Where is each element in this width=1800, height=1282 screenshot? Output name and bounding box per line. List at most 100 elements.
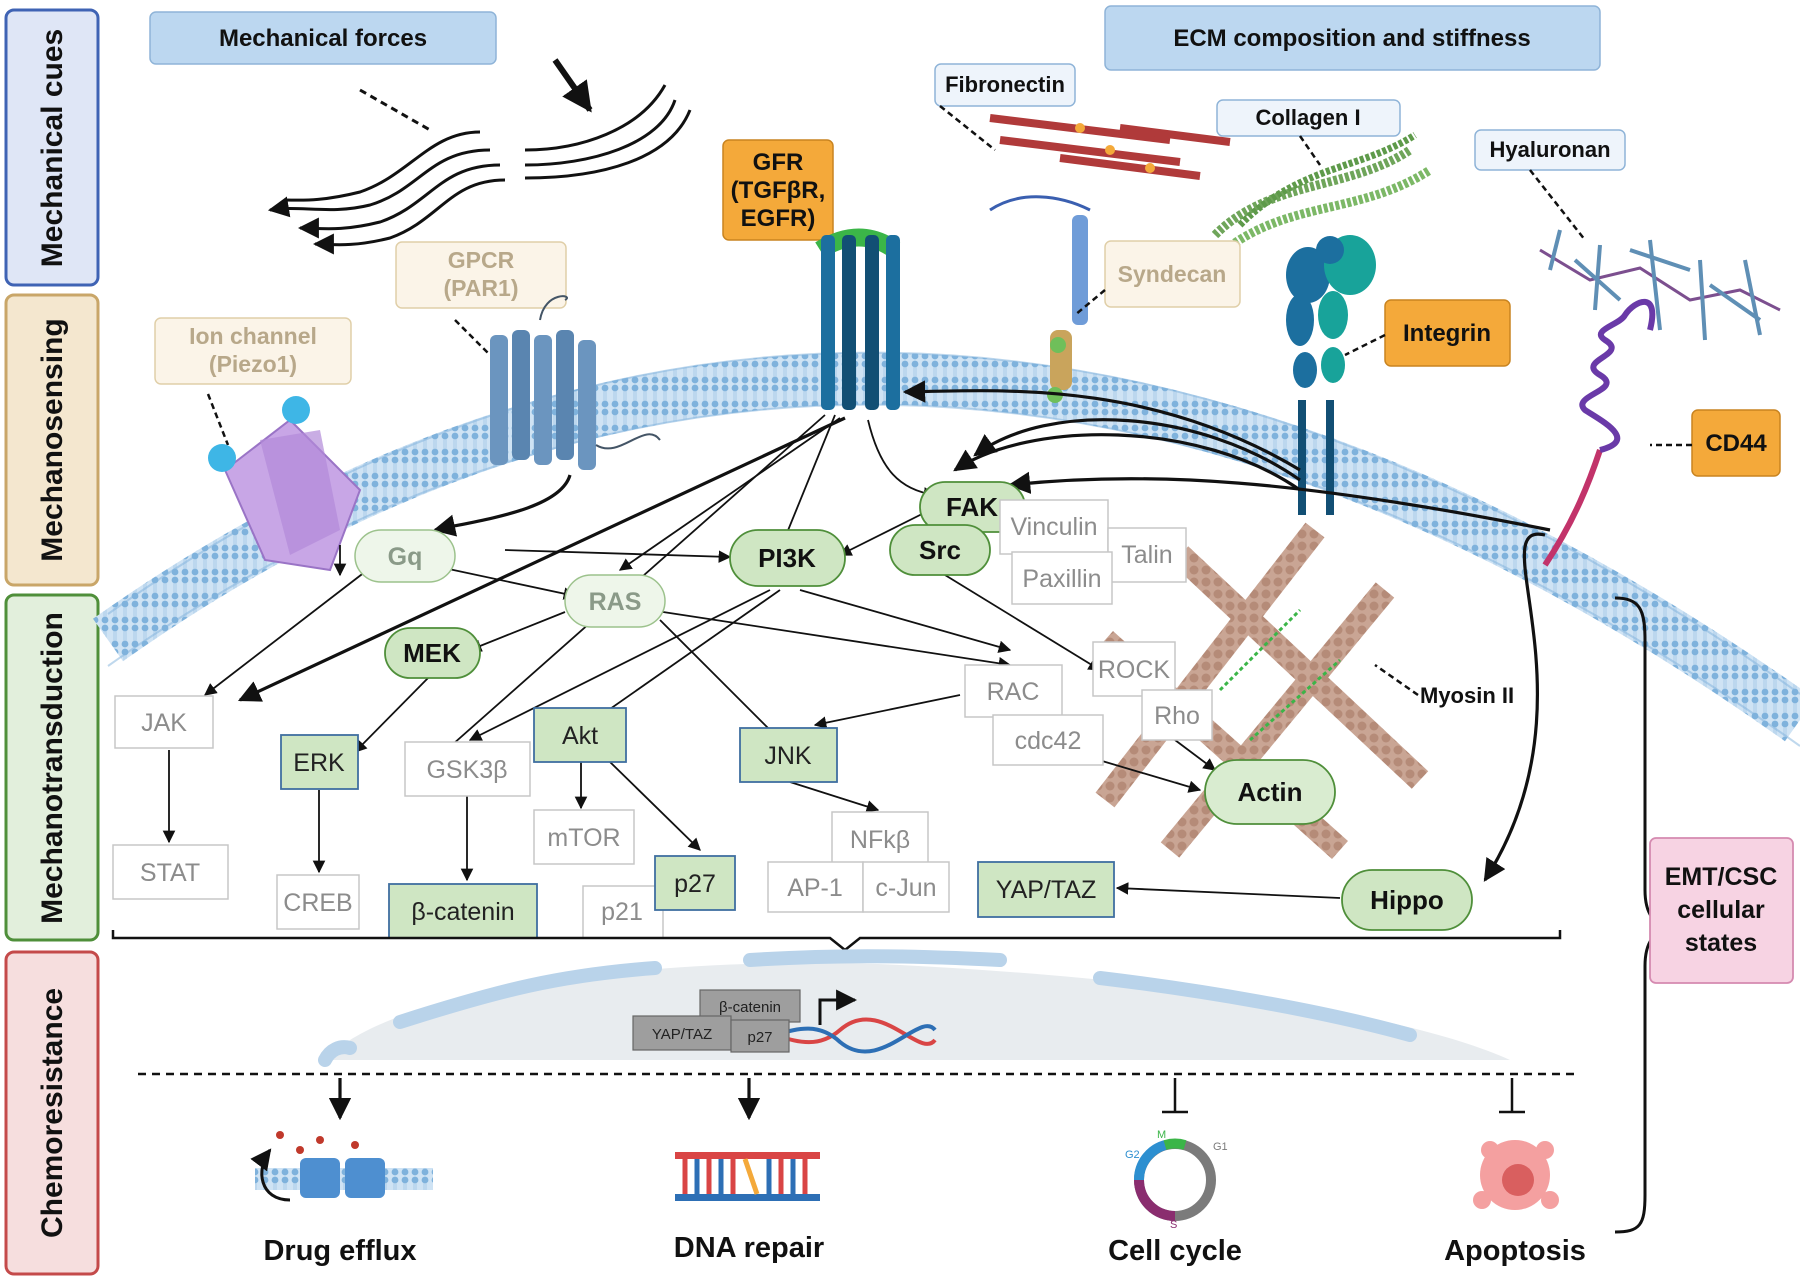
svg-text:(Piezo1): (Piezo1) <box>209 351 297 377</box>
svg-text:(TGFβR,: (TGFβR, <box>731 177 826 204</box>
svg-text:cdc42: cdc42 <box>1015 727 1082 755</box>
node-ras: RAS <box>564 574 666 628</box>
box-erk: ERK <box>280 734 359 790</box>
node-hippo: Hippo <box>1341 869 1473 931</box>
box-stat: STAT <box>112 844 229 900</box>
svg-text:p27: p27 <box>674 870 716 898</box>
box-talin: Talin <box>1107 527 1187 583</box>
collagen-fibers-icon <box>1211 132 1433 254</box>
box-mtor: mTOR <box>533 809 635 865</box>
syndecan-label: Syndecan <box>1074 240 1241 316</box>
svg-text:β-catenin: β-catenin <box>411 898 514 926</box>
svg-text:JNK: JNK <box>764 742 812 770</box>
ion-channel-label: Ion channel (Piezo1) <box>154 317 352 446</box>
nucleus-p27: p27 <box>730 1019 790 1053</box>
svg-text:Src: Src <box>919 535 961 565</box>
svg-text:YAP/TAZ: YAP/TAZ <box>652 1026 712 1043</box>
gfr-receptor-icon <box>815 228 901 410</box>
cycle-m: M <box>1157 1129 1166 1141</box>
box-bcatenin: β-catenin <box>388 883 538 939</box>
svg-text:β-catenin: β-catenin <box>719 999 781 1016</box>
svg-text:RAS: RAS <box>589 588 642 616</box>
svg-text:Gq: Gq <box>388 543 423 571</box>
box-rac: RAC <box>964 664 1063 718</box>
rail-mechanical-cues: Mechanical cues <box>4 8 100 287</box>
svg-text:Hyaluronan: Hyaluronan <box>1489 137 1610 162</box>
fibronectin-label: Fibronectin <box>934 63 1076 151</box>
svg-text:Ion channel: Ion channel <box>189 323 317 349</box>
svg-text:Mechanical forces: Mechanical forces <box>219 25 427 52</box>
myosin-label: Myosin II <box>1420 683 1514 708</box>
svg-text:PI3K: PI3K <box>758 543 816 573</box>
pathway-arrows <box>162 380 1551 899</box>
force-waves-icon <box>267 58 692 255</box>
box-gsk3b: GSK3β <box>404 741 531 797</box>
apoptosis-icon <box>1473 1140 1559 1210</box>
svg-text:Vinculin: Vinculin <box>1010 513 1097 541</box>
svg-text:MEK: MEK <box>403 638 461 668</box>
svg-text:EMT/CSC: EMT/CSC <box>1665 863 1778 891</box>
svg-text:Paxillin: Paxillin <box>1022 565 1101 593</box>
rail-mechanotransduction-label: Mechanotransduction <box>36 612 69 924</box>
svg-text:GPCR: GPCR <box>448 247 515 273</box>
outcome-drug-efflux: Drug efflux <box>263 1235 416 1267</box>
svg-text:c-Jun: c-Jun <box>875 874 936 902</box>
svg-text:Hippo: Hippo <box>1370 885 1444 915</box>
rail-mechanotransduction: Mechanotransduction <box>4 593 100 942</box>
cd44-label: CD44 <box>1650 409 1781 477</box>
cd44-icon <box>1542 298 1656 567</box>
cycle-s: S <box>1170 1219 1177 1231</box>
hyaluronan-label: Hyaluronan <box>1474 129 1626 241</box>
node-gq: Gq <box>354 529 456 583</box>
svg-text:Syndecan: Syndecan <box>1118 261 1227 287</box>
svg-text:CD44: CD44 <box>1705 430 1767 457</box>
integrin-label: Integrin <box>1344 299 1511 367</box>
outcome-apoptosis: Apoptosis <box>1444 1235 1586 1267</box>
box-ap1: AP-1 <box>767 861 864 913</box>
node-src: Src <box>889 524 991 576</box>
rail-mechanical-cues-label: Mechanical cues <box>36 29 69 267</box>
actin-mesh-icon <box>1095 522 1429 859</box>
gpcr-icon <box>490 295 661 470</box>
svg-text:states: states <box>1685 929 1757 957</box>
svg-text:Actin: Actin <box>1238 777 1303 807</box>
svg-text:ERK: ERK <box>293 749 345 777</box>
outcome-cell-cycle: Cell cycle <box>1108 1235 1242 1267</box>
rail-mechanosensing-label: Mechanosensing <box>36 318 69 561</box>
svg-text:Fibronectin: Fibronectin <box>945 72 1065 97</box>
svg-text:(PAR1): (PAR1) <box>444 275 519 301</box>
collagen-label: Collagen I <box>1216 99 1401 166</box>
bracket-divider <box>111 930 1562 952</box>
cycle-g1: G1 <box>1213 1141 1228 1153</box>
node-pi3k: PI3K <box>729 529 846 587</box>
box-cjun: c-Jun <box>862 861 950 913</box>
box-paxillin: Paxillin <box>1011 551 1113 605</box>
svg-text:EGFR): EGFR) <box>741 205 816 232</box>
gfr-label: GFR (TGFβR, EGFR) <box>722 139 834 241</box>
box-yaptaz: YAP/TAZ <box>977 861 1115 918</box>
svg-text:p27: p27 <box>747 1029 772 1046</box>
box-nfkb: NFkβ <box>831 811 929 867</box>
svg-text:CREB: CREB <box>283 889 352 917</box>
svg-text:ROCK: ROCK <box>1098 656 1171 684</box>
box-vinculin: Vinculin <box>999 499 1109 555</box>
outcome-dna-repair: DNA repair <box>674 1232 824 1264</box>
box-akt: Akt <box>533 707 627 763</box>
header-mechanical-forces: Mechanical forces <box>149 11 497 65</box>
cycle-g2: G2 <box>1125 1149 1140 1161</box>
svg-text:Collagen I: Collagen I <box>1255 105 1360 130</box>
svg-text:YAP/TAZ: YAP/TAZ <box>996 876 1096 904</box>
emt-csc-box: EMT/CSC cellular states <box>1649 837 1794 984</box>
svg-text:ECM composition and stiffness: ECM composition and stiffness <box>1173 25 1530 52</box>
svg-text:AP-1: AP-1 <box>787 874 843 902</box>
box-creb: CREB <box>276 874 360 930</box>
hyaluronan-network-icon <box>1539 229 1781 341</box>
drug-efflux-icon <box>250 1131 433 1202</box>
box-cdc42: cdc42 <box>992 714 1104 766</box>
svg-text:NFkβ: NFkβ <box>850 826 910 854</box>
node-actin: Actin <box>1204 759 1336 825</box>
piezo-channel-icon <box>208 396 362 572</box>
box-jak: JAK <box>114 695 214 749</box>
cell-cycle-icon: G1 S G2 M <box>1125 1129 1228 1231</box>
